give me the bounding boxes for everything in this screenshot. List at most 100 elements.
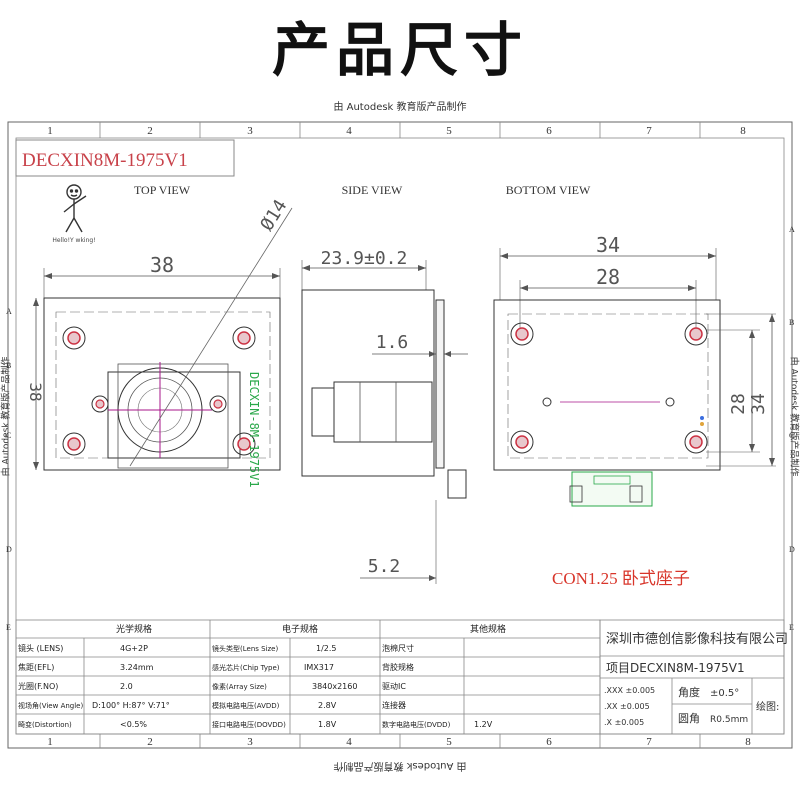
spec-label: 视场角(View Angle): [18, 701, 83, 710]
spec-value: IMX317: [304, 663, 334, 672]
drawing-code-box: [15, 139, 235, 177]
side-holder-body: [301, 289, 435, 477]
col-label: 5: [446, 736, 452, 748]
angle-value: ±0.5°: [710, 688, 739, 699]
spec-label: 畸变(Distortion): [18, 720, 72, 729]
side-connector: [447, 469, 467, 499]
spec-value: 2.8V: [318, 701, 337, 710]
col-label: 6: [546, 125, 552, 137]
spec-table: [15, 619, 601, 735]
header-electronic: 电子规格: [282, 623, 318, 635]
bottom-view-title: BOTTOM VIEW: [506, 183, 591, 197]
row-label: B: [789, 318, 794, 327]
col-label: 1: [47, 125, 53, 137]
dim-side-board: 1.6: [376, 332, 409, 353]
dim-side-depth: 23.9±0.2: [321, 248, 408, 269]
col-label: 2: [147, 736, 153, 748]
spec-label: 驱动IC: [382, 681, 406, 691]
mount-hole: [684, 430, 708, 454]
spec-value: 2.0: [120, 682, 133, 691]
lens-holder: [107, 371, 241, 459]
row-label: D: [789, 545, 795, 554]
mount-hole: [232, 326, 256, 350]
figure-caption: Hello!Y wking!: [52, 237, 95, 244]
spec-label: 数字电路电压(DVDD): [382, 720, 451, 729]
fillet-value: R0.5mm: [710, 715, 748, 725]
lens-holder-inner: [117, 363, 229, 469]
side-board: [435, 299, 445, 469]
header-other: 其他规格: [470, 623, 506, 635]
col-label: 7: [646, 736, 652, 748]
col-label: 5: [446, 125, 452, 137]
drawing-label: 绘图:: [756, 700, 779, 713]
row-label: A: [6, 307, 12, 316]
spec-label: 模拟电路电压(AVDD): [212, 701, 280, 710]
drawing-frame: [7, 121, 793, 749]
angle-label: 角度: [678, 685, 700, 699]
col-label: 1: [47, 736, 53, 748]
column-labels-top: 1 2 3 4 5 6 7 8: [47, 125, 746, 137]
mount-hole: [62, 432, 86, 456]
drawing-code: DECXIN8M-1975V1: [22, 150, 188, 171]
spec-value: 1.8V: [318, 720, 337, 729]
spec-label: 背胶规格: [382, 662, 414, 672]
row-label: E: [789, 623, 794, 632]
spec-value: 1/2.5: [316, 644, 337, 653]
lens-screw: [91, 395, 109, 413]
spec-value: 3840x2160: [312, 682, 357, 691]
project-name: 项目DECXIN8M-1975V1: [606, 661, 745, 675]
top-view: 38 38 Ø14 DECXIN-8M-1975V1: [26, 196, 293, 488]
spec-value: 1.2V: [474, 720, 493, 729]
company-name: 深圳市德创信影像科技有限公司: [606, 631, 788, 647]
spec-table-headers: 光学规格 电子规格 其他规格: [116, 623, 506, 635]
spec-value: D:100° H:87° V:71°: [92, 701, 170, 710]
spec-label: 感光芯片(Chip Type): [212, 663, 280, 672]
spec-label: 焦距(EFL): [18, 662, 54, 672]
spec-value: <0.5%: [120, 720, 147, 729]
spec-other: 泡棉尺寸 背胶规格 驱动IC 连接器 数字电路电压(DVDD) 1.2V: [382, 643, 493, 729]
spec-label: 接口电路电压(DOVDD): [212, 720, 286, 729]
row-label: A: [789, 225, 795, 234]
row-label: E: [6, 623, 11, 632]
spec-label: 光圈(F.NO): [18, 681, 58, 691]
dim-bottom-v-inner: 28: [728, 393, 749, 415]
dim-bottom-outer: 34: [596, 233, 620, 257]
column-ticks: [99, 122, 701, 748]
col-label: 7: [646, 125, 652, 137]
dim-top-width: 38: [150, 253, 174, 277]
mount-hole: [510, 322, 534, 346]
spec-label: 像素(Array Size): [212, 682, 267, 691]
bottom-connector: [571, 471, 653, 507]
col-label: 3: [247, 736, 253, 748]
spec-electronic: 镜头类型(Lens Size) 1/2.5 感光芯片(Chip Type) IM…: [212, 644, 357, 729]
tolerance: .XXX ±0.005: [604, 686, 655, 695]
row-labels-left: A B C D E: [6, 307, 12, 632]
mount-hole: [684, 322, 708, 346]
lens-screw: [209, 395, 227, 413]
pcb-silkscreen: DECXIN-8M-1975V1: [247, 372, 261, 488]
tolerances: .XXX ±0.005 .XX ±0.005 .X ±0.005: [604, 686, 655, 727]
col-label: 4: [346, 125, 352, 137]
col-label: 3: [247, 125, 253, 137]
spec-label: 镜头 (LENS): [18, 643, 63, 653]
stick-figure-logo: [63, 184, 87, 233]
bottom-view-board: [493, 299, 721, 471]
side-lens-barrel: [333, 381, 433, 443]
side-view: 23.9±0.2 1.6 5.2: [301, 248, 468, 584]
top-view-board-inner: [55, 311, 271, 459]
dim-lens-diameter: Ø14: [256, 196, 291, 235]
side-view-title: SIDE VIEW: [342, 183, 403, 197]
row-label: C: [6, 431, 11, 440]
col-label: 2: [147, 125, 153, 137]
watermark-top: 由 Autodesk 教育版产品制作: [333, 102, 467, 113]
top-view-board: [43, 297, 281, 471]
fillet-label: 圆角: [678, 712, 700, 725]
column-labels-bottom: 1 2 3 4 5 6 7 8: [47, 736, 751, 748]
col-label: 8: [745, 736, 751, 748]
spec-value: 3.24mm: [120, 663, 154, 672]
tolerance: .XX ±0.005: [604, 702, 650, 711]
spec-label: 连接器: [382, 700, 406, 710]
row-labels-right: A B C D E: [789, 225, 795, 632]
page-title: 产品尺寸: [271, 16, 528, 84]
